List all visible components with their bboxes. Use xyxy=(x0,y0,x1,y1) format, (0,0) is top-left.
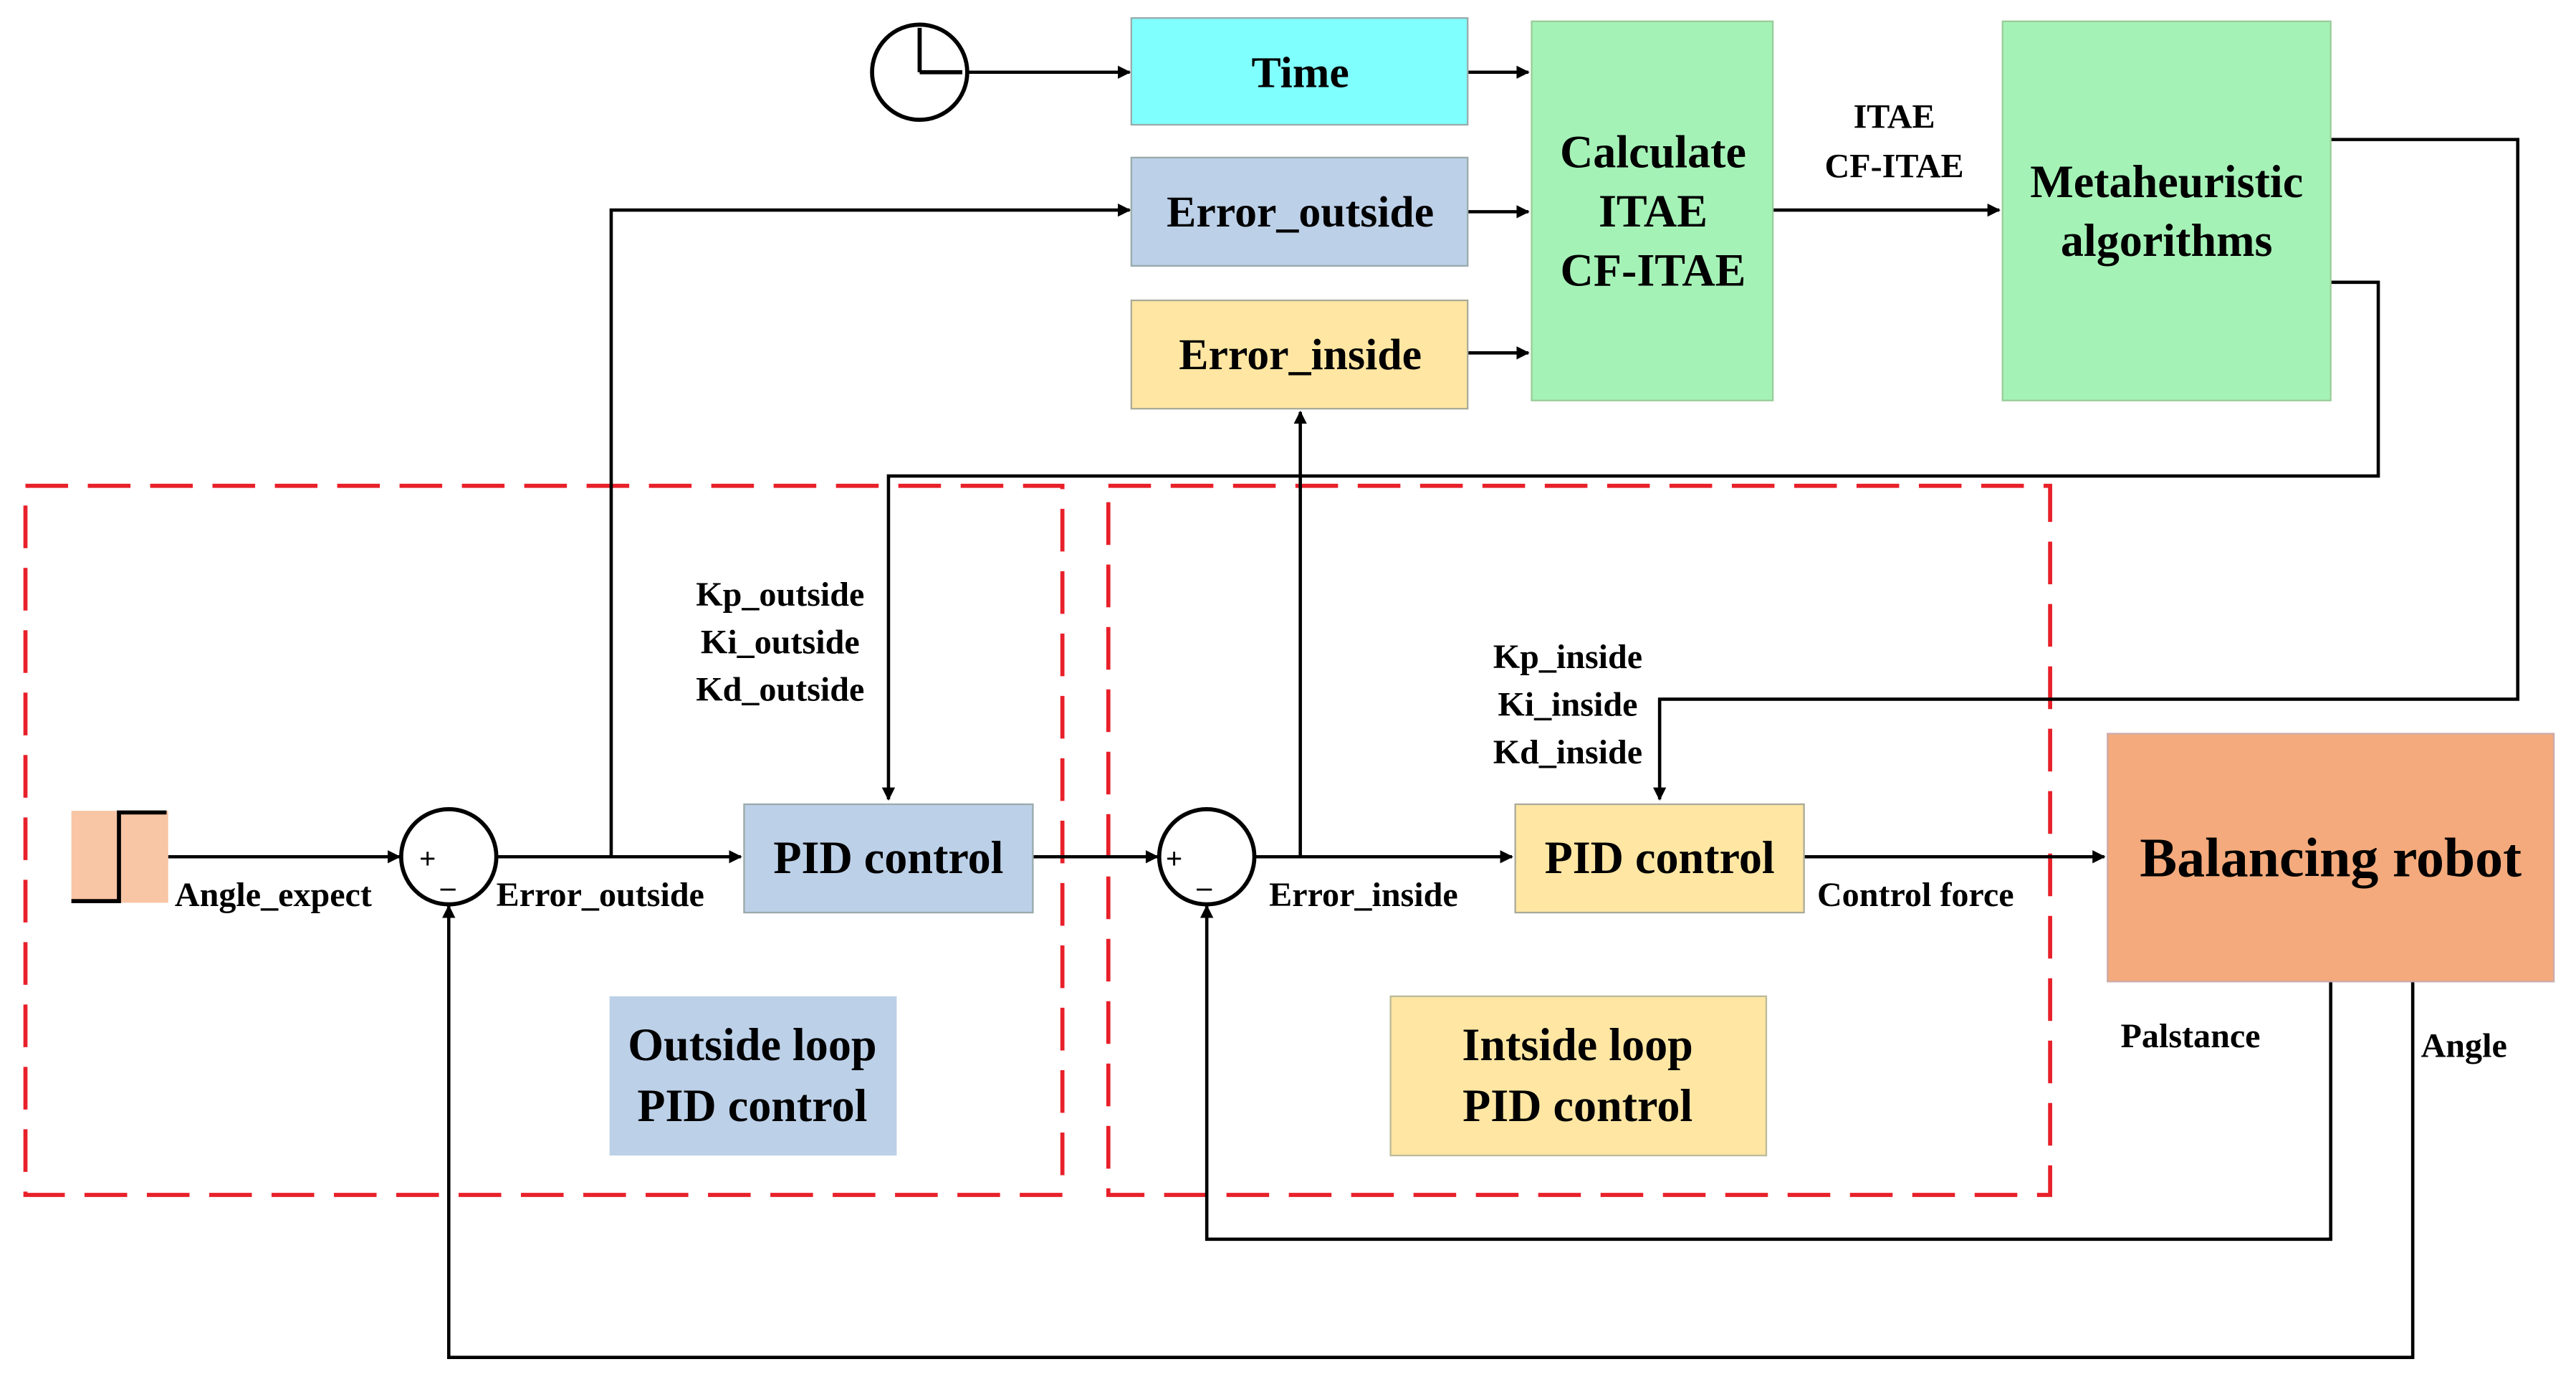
outside-loop-line-1: Outside loop xyxy=(628,1019,876,1070)
ki-inside-label: Ki_inside xyxy=(1498,685,1637,723)
error-inside-signal-label: Error_inside xyxy=(1269,876,1458,914)
outer-sum-junction: + _ xyxy=(399,807,499,907)
inside-loop-line-2: PID control xyxy=(1462,1080,1692,1131)
outside-pid-label: PID control xyxy=(773,832,1003,883)
calculate-line-1: Calculate xyxy=(1560,127,1746,178)
metaheuristic-line-2: algorithms xyxy=(2061,215,2273,266)
wires xyxy=(168,65,2519,1359)
inner-sum-plus: + xyxy=(1166,842,1182,875)
inside-loop-label-box: Intside loop PID control xyxy=(1389,995,1768,1157)
metaheuristic-line-1: Metaheuristic xyxy=(2030,156,2303,207)
kp-outside-label: Kp_outside xyxy=(696,576,864,614)
time-label: Time xyxy=(1252,48,1349,97)
inside-pid-label: PID control xyxy=(1545,832,1775,883)
itae-signal-label: ITAE xyxy=(1854,98,1935,136)
outer-sum-minus: _ xyxy=(440,859,456,892)
kd-inside-label: Kd_inside xyxy=(1493,733,1642,771)
inside-loop-border xyxy=(1106,483,2052,1197)
angle-expect-label: Angle_expect xyxy=(175,876,372,914)
error-inside-block: Error_inside xyxy=(1130,299,1469,410)
time-block: Time xyxy=(1130,17,1469,126)
outside-loop-border xyxy=(23,483,1065,1197)
cf-itae-signal-label: CF-ITAE xyxy=(1825,147,1964,185)
metaheuristic-block: Metaheuristic algorithms xyxy=(2001,20,2332,401)
outside-loop-label-box: Outside loop PID control xyxy=(609,996,897,1156)
clock-icon xyxy=(870,22,969,123)
inner-sum-junction: + _ xyxy=(1157,807,1257,907)
outside-pid-block: PID control xyxy=(743,803,1034,914)
palstance-label: Palstance xyxy=(2121,1017,2261,1055)
error-outside-block: Error_outside xyxy=(1130,156,1469,267)
inside-loop-line-1: Intside loop xyxy=(1462,1019,1692,1070)
step-input-icon xyxy=(71,810,168,903)
angle-label: Angle xyxy=(2421,1027,2507,1065)
outer-sum-plus: + xyxy=(419,842,436,875)
kd-outside-label: Kd_outside xyxy=(696,671,864,709)
error-outside-block-label: Error_outside xyxy=(1167,188,1434,237)
calculate-line-2: ITAE xyxy=(1599,186,1708,237)
inner-sum-minus: _ xyxy=(1196,859,1212,892)
kp-inside-label: Kp_inside xyxy=(1493,638,1642,676)
ki-outside-label: Ki_outside xyxy=(701,623,860,661)
calculate-block: Calculate ITAE CF-ITAE xyxy=(1531,20,1774,401)
balancing-robot-block: Balancing robot xyxy=(2107,733,2555,983)
calculate-line-3: CF-ITAE xyxy=(1561,244,1746,295)
inside-pid-block: PID control xyxy=(1514,803,1805,914)
error-inside-block-label: Error_inside xyxy=(1179,330,1422,379)
balancing-robot-label: Balancing robot xyxy=(2140,827,2522,889)
error-outside-signal-label: Error_outside xyxy=(497,876,704,914)
control-force-label: Control force xyxy=(1817,876,2014,914)
outside-loop-line-2: PID control xyxy=(637,1080,867,1131)
